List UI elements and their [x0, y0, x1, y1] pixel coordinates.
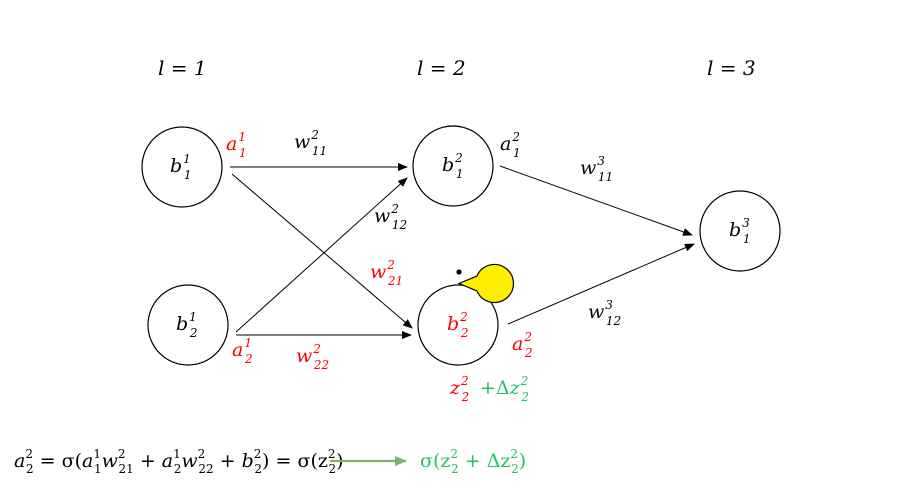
node-b2-1-circle: [147, 284, 229, 366]
node-b1-2-circle: [412, 125, 494, 207]
edge-b12-b13: [499, 165, 693, 236]
layer-label-1: l = 1: [158, 56, 207, 80]
edge-b22-b13: [507, 243, 695, 325]
edge-b21-b12: [235, 177, 408, 333]
layer-label-2: l = 2: [417, 56, 466, 80]
pacman-icon: [456, 263, 514, 304]
edge-b11-b22: [231, 173, 413, 329]
layer-label-3: l = 3: [707, 56, 756, 80]
node-b1-3-circle: [699, 190, 781, 272]
node-b2-2-circle: [417, 284, 499, 366]
node-b1-1-circle: [141, 126, 223, 208]
